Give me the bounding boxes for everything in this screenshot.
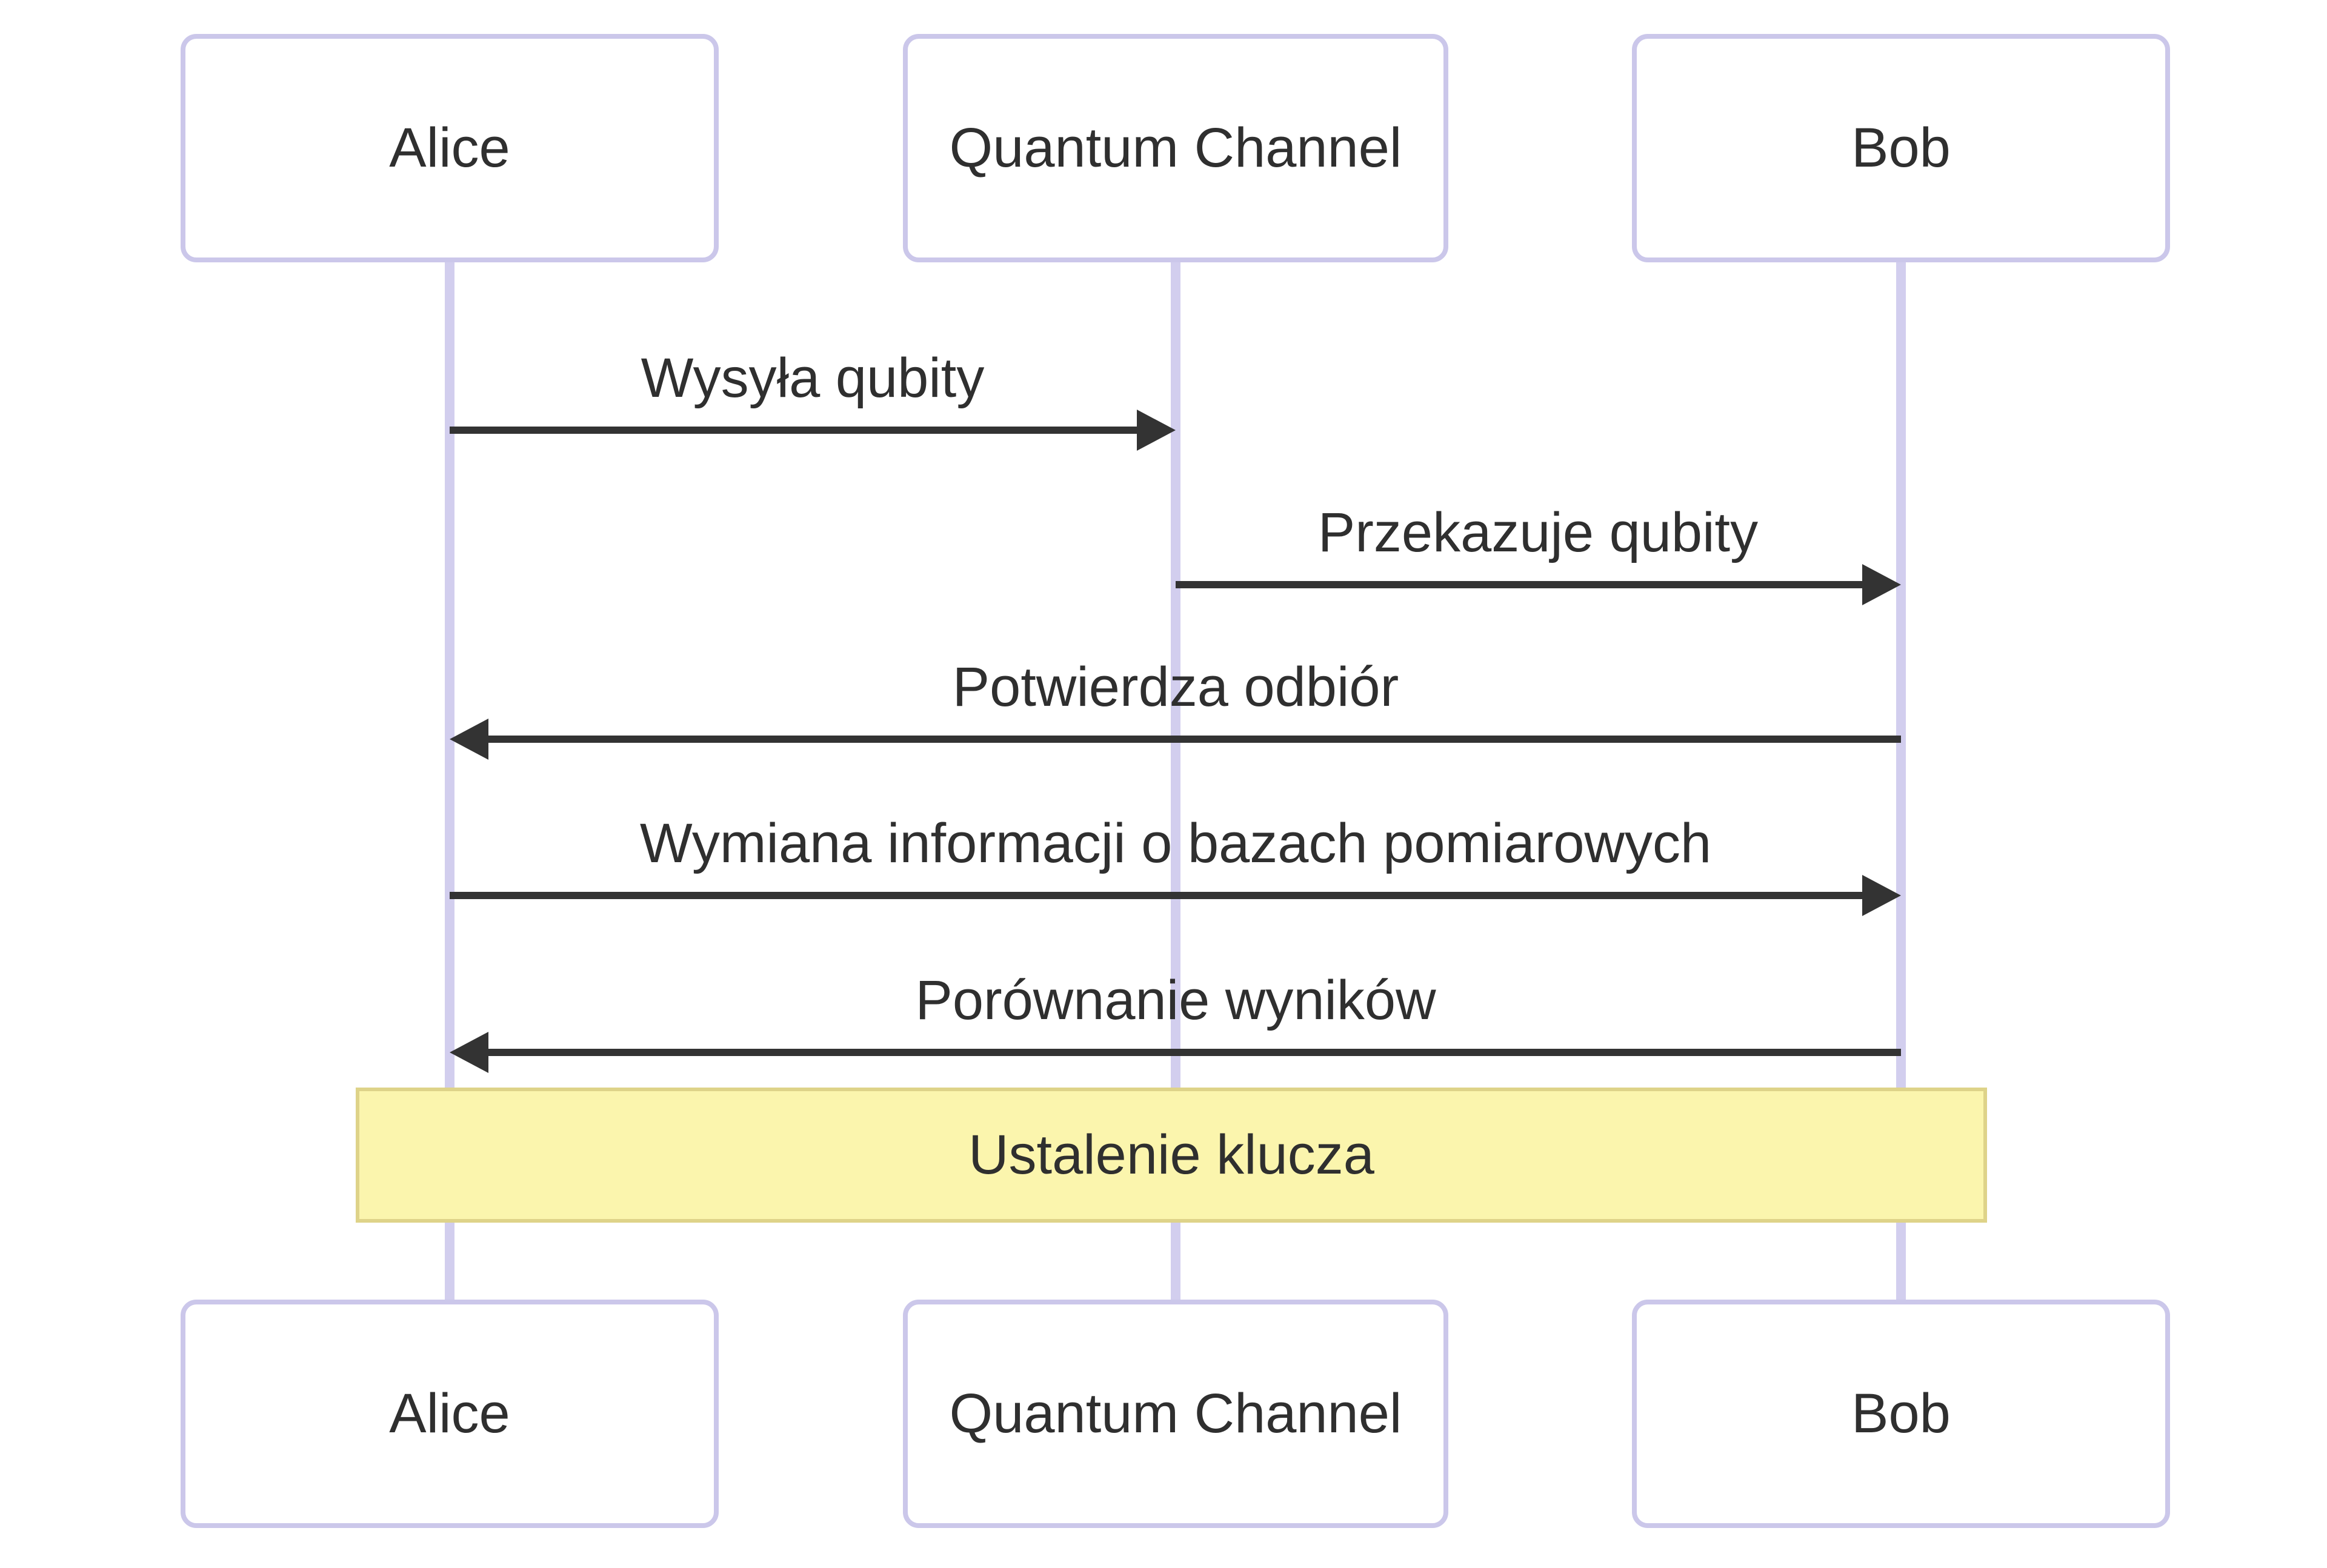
- actor-label: Alice: [389, 1383, 510, 1444]
- note-box: Ustalenie klucza: [356, 1088, 1987, 1223]
- message-2-label: Przekazuje qubity: [1317, 502, 1759, 563]
- message-5-label: Porównanie wyników: [915, 969, 1436, 1031]
- message-3-label: Potwierdza odbiór: [952, 656, 1399, 718]
- message-4-label: Wymiana informacji o bazach pomiarowych: [639, 812, 1712, 874]
- message-4-line: [450, 892, 1862, 899]
- message-5-arrowhead-icon: [450, 1032, 488, 1073]
- message-3-line: [488, 736, 1901, 743]
- message-2-line: [1176, 581, 1862, 588]
- actor-label: Alice: [389, 117, 510, 179]
- message-1-label: Wysyła qubity: [641, 347, 985, 409]
- actor-box-quantum-channel-bottom: Quantum Channel: [903, 1300, 1448, 1528]
- lifeline-quantum-channel: [1171, 262, 1180, 1300]
- actor-label: Quantum Channel: [949, 117, 1402, 179]
- actor-box-quantum-channel-top: Quantum Channel: [903, 34, 1448, 262]
- actor-label: Bob: [1851, 1383, 1951, 1444]
- actor-label: Bob: [1851, 117, 1951, 179]
- lifeline-bob: [1896, 262, 1906, 1300]
- actor-box-alice-top: Alice: [181, 34, 719, 262]
- actor-label: Quantum Channel: [949, 1383, 1402, 1444]
- actor-box-alice-bottom: Alice: [181, 1300, 719, 1528]
- message-2-arrowhead-icon: [1862, 564, 1901, 605]
- actor-box-bob-top: Bob: [1632, 34, 2170, 262]
- message-5-line: [488, 1049, 1901, 1056]
- message-3-arrowhead-icon: [450, 719, 488, 760]
- message-1-line: [450, 427, 1137, 434]
- note-label: Ustalenie klucza: [968, 1124, 1374, 1186]
- actor-box-bob-bottom: Bob: [1632, 1300, 2170, 1528]
- message-4-arrowhead-icon: [1862, 875, 1901, 916]
- message-1-arrowhead-icon: [1137, 410, 1176, 451]
